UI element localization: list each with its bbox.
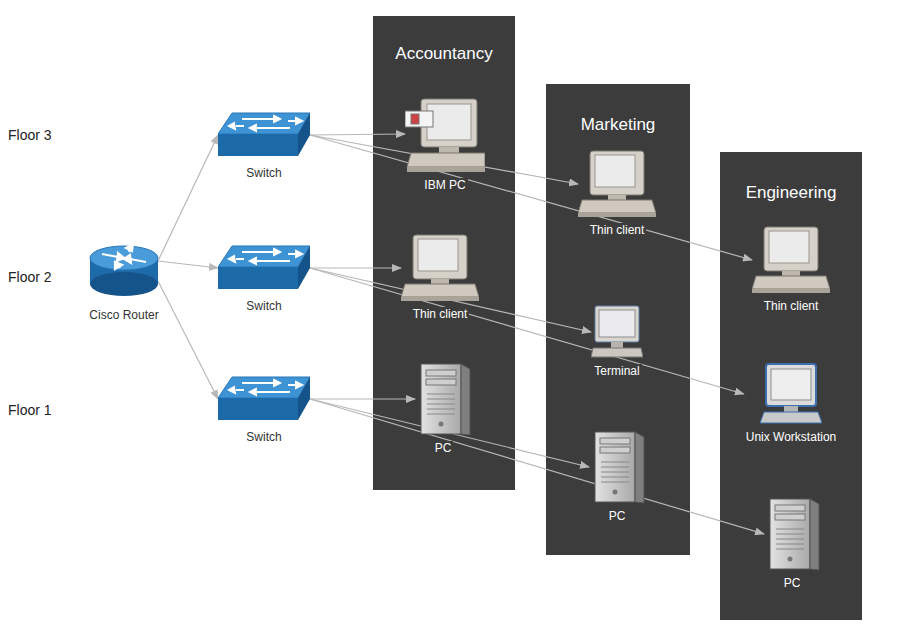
device-label: Switch (246, 430, 281, 444)
computer-label: PC (782, 576, 803, 590)
switch-icon (218, 376, 310, 422)
network-link (158, 135, 218, 261)
device-node: PC (589, 430, 645, 523)
computer-label: Thin client (588, 223, 647, 237)
network-link (310, 135, 752, 260)
device-node: IBM PC (405, 95, 485, 192)
device-node: PC (764, 497, 820, 590)
device-label: Switch (246, 299, 281, 313)
network-link (158, 261, 218, 268)
device-node: PC (415, 362, 471, 455)
device-label: Cisco Router (89, 308, 158, 322)
department-band: AccountancyIBM PC Thin clientPC (373, 16, 515, 490)
floor-label: Floor 2 (8, 269, 52, 285)
network-link (310, 268, 591, 332)
tower-pc-icon (764, 497, 820, 571)
network-link (310, 398, 415, 399)
device-node: Thin client (578, 150, 656, 237)
department-heading: Marketing (546, 115, 690, 135)
tower-pc-icon (589, 430, 645, 504)
network-link (158, 281, 218, 399)
device-label: Switch (246, 166, 281, 180)
department-heading: Engineering (720, 183, 862, 203)
computer-label: Thin client (411, 307, 470, 321)
department-band: EngineeringThin clientUnix WorkstationPC (720, 152, 862, 620)
network-link (310, 267, 401, 268)
computer-label: Unix Workstation (744, 430, 838, 444)
network-link (310, 135, 578, 184)
switch-node: Switch (218, 376, 310, 444)
device-node: Thin client (401, 234, 479, 321)
computer-label: IBM PC (422, 178, 467, 192)
router-node: Cisco Router (88, 242, 160, 322)
computer-label: PC (607, 509, 628, 523)
network-link (310, 399, 764, 534)
computer-label: Terminal (592, 364, 641, 378)
device-node: Terminal (591, 305, 643, 378)
floor-label: Floor 3 (8, 127, 52, 143)
floor-label: Floor 1 (8, 402, 52, 418)
workstation-icon (760, 363, 822, 425)
monitor-icon (578, 150, 656, 218)
terminal-icon (591, 305, 643, 359)
department-heading: Accountancy (373, 44, 515, 64)
device-node: Thin client (752, 226, 830, 313)
router-icon (88, 242, 160, 300)
computer-label: Thin client (762, 299, 821, 313)
switch-node: Switch (218, 112, 310, 180)
switch-node: Switch (218, 245, 310, 313)
monitor-icon (401, 234, 479, 302)
tower-pc-icon (415, 362, 471, 436)
monitor-icon (752, 226, 830, 294)
ibm-pc-icon (405, 95, 485, 173)
department-band: MarketingThin clientTerminalPC (546, 84, 690, 555)
computer-label: PC (433, 441, 454, 455)
network-link (310, 134, 405, 135)
device-node: Unix Workstation (744, 363, 838, 444)
network-link (310, 399, 589, 467)
network-link (310, 268, 744, 394)
switch-icon (218, 112, 310, 158)
switch-icon (218, 245, 310, 291)
